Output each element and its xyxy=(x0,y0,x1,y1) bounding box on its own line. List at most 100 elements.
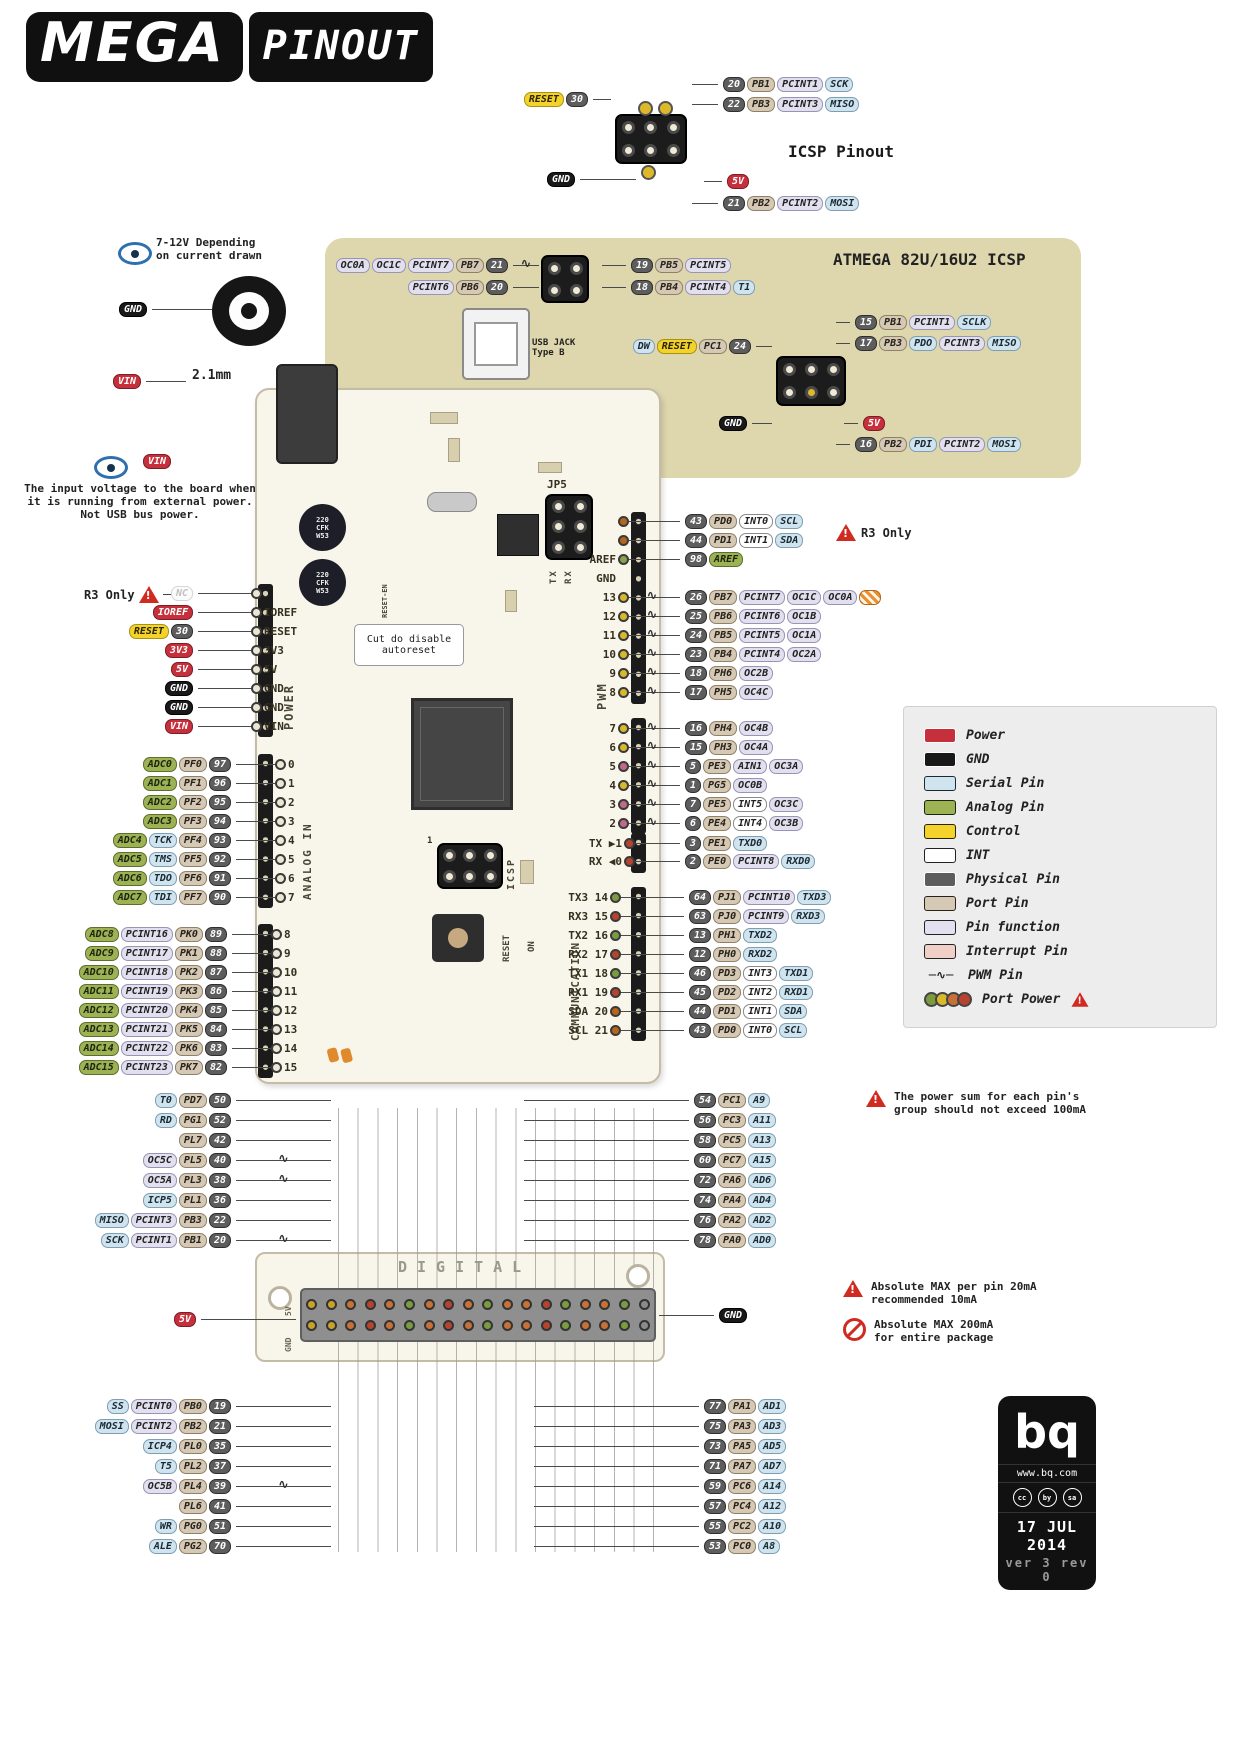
pwm-squiggle-icon: ∿ xyxy=(278,1171,289,1186)
pin-dot xyxy=(638,101,653,116)
pin-badge: 2 xyxy=(685,853,702,869)
pin-badge: 40 xyxy=(208,1152,231,1168)
header-pin xyxy=(826,386,840,399)
pin-badge: 71 xyxy=(704,1458,727,1474)
pin-badge: OC5C xyxy=(142,1152,177,1168)
wire-line xyxy=(232,1062,282,1073)
pin-row: GND xyxy=(470,170,640,188)
wire-line: ∿ xyxy=(513,257,539,270)
pin-badge: 21 xyxy=(723,195,746,211)
pin-row: 5V xyxy=(700,172,750,190)
plug-size-label: 2.1mm xyxy=(192,368,232,383)
pin-badge: T0 xyxy=(154,1092,177,1108)
wire-line xyxy=(236,1525,331,1527)
pin-badge: OC1C xyxy=(371,257,406,273)
pin-badge: OC3B xyxy=(769,816,804,831)
pin-badge: SCLK xyxy=(957,315,992,330)
pin-badge: PH6 xyxy=(709,666,738,681)
pin-row: VIN xyxy=(60,372,190,390)
wire-line xyxy=(236,1505,331,1507)
pin-badge: 45 xyxy=(689,985,712,1000)
pin-badge: PG2 xyxy=(178,1538,207,1554)
pwm-squiggle-icon: ∿ xyxy=(646,626,658,642)
pin-badge: PF0 xyxy=(178,757,207,772)
legend-swatch xyxy=(924,871,956,887)
analog-header-strip xyxy=(258,924,273,1078)
connector-pin xyxy=(364,1319,376,1331)
pin-dot xyxy=(271,1005,282,1016)
pin-badge: 96 xyxy=(208,776,231,791)
pin-badge: AD3 xyxy=(758,1418,787,1434)
wire-line xyxy=(236,816,286,827)
connector-pin xyxy=(579,1299,591,1311)
pin-badge: A14 xyxy=(758,1478,787,1494)
jp5-label: JP5 xyxy=(547,478,567,491)
legend-label: Analog Pin xyxy=(966,799,1045,815)
wire-line xyxy=(610,892,684,903)
pin-badge: 91 xyxy=(208,871,231,886)
pin-dot xyxy=(271,929,282,940)
pin-dot xyxy=(618,611,629,622)
pin-badge: VIN xyxy=(112,373,141,389)
pin-badge: 30 xyxy=(170,624,193,639)
pin-badge: A15 xyxy=(748,1152,777,1168)
pin-badge: 95 xyxy=(208,795,231,810)
pin-badge: 98 xyxy=(685,552,708,567)
pin-badge: 16 xyxy=(855,436,878,452)
pin-dot xyxy=(251,645,262,656)
pin-badge: TDO xyxy=(148,871,177,886)
wire-line xyxy=(836,443,850,445)
pin-badge: PF5 xyxy=(178,852,207,867)
pin-badge: PB3 xyxy=(747,96,776,112)
pin-badge: ADC11 xyxy=(78,984,119,999)
board-pin-label: 8 xyxy=(284,928,291,941)
pin-badge: OC2A xyxy=(787,647,822,662)
version-label: ver 3 rev 0 xyxy=(1005,1556,1089,1584)
wire-line xyxy=(692,202,718,204)
pin-badge: RD xyxy=(154,1112,177,1128)
pwm-squiggle-icon: ∿ xyxy=(646,719,658,735)
wire-line xyxy=(236,1139,331,1141)
wire-line xyxy=(610,930,684,941)
pin-dot xyxy=(610,911,621,922)
pin-badge: VIN xyxy=(143,453,172,469)
pin-badge: AIN1 xyxy=(733,759,768,774)
connector-pin xyxy=(540,1299,552,1311)
port-power-icon xyxy=(924,991,972,1007)
header-pin xyxy=(573,541,587,555)
legend-label: Port Power xyxy=(982,991,1061,1007)
pin-badge: GND xyxy=(719,1307,748,1323)
pin-badge: PB2 xyxy=(879,436,908,452)
wire-line xyxy=(513,286,539,288)
pin-badge: PDI xyxy=(909,436,938,452)
header-pin xyxy=(644,121,658,134)
crystal-oscillator xyxy=(427,492,477,512)
wire-line: ∿ xyxy=(618,759,680,772)
pin-badge: PF6 xyxy=(178,871,207,886)
pin-badge: 17 xyxy=(855,336,878,351)
wire-line xyxy=(610,1006,684,1017)
pin-badge: SCL xyxy=(775,514,804,529)
pin-dot xyxy=(618,818,629,829)
pin-badge: 74 xyxy=(694,1192,717,1208)
pin-badge: DW xyxy=(632,338,655,354)
pin-badge: GND xyxy=(118,301,147,317)
pin-badge: PH1 xyxy=(713,928,742,943)
r3-only-label: R3 Only xyxy=(84,587,135,602)
pin-badge: 56 xyxy=(694,1112,717,1128)
pin-badge: PCINT10 xyxy=(743,890,796,905)
connector-pin xyxy=(306,1319,318,1331)
legend-label: Control xyxy=(966,823,1021,839)
pin-badge: PCINT4 xyxy=(685,279,732,295)
